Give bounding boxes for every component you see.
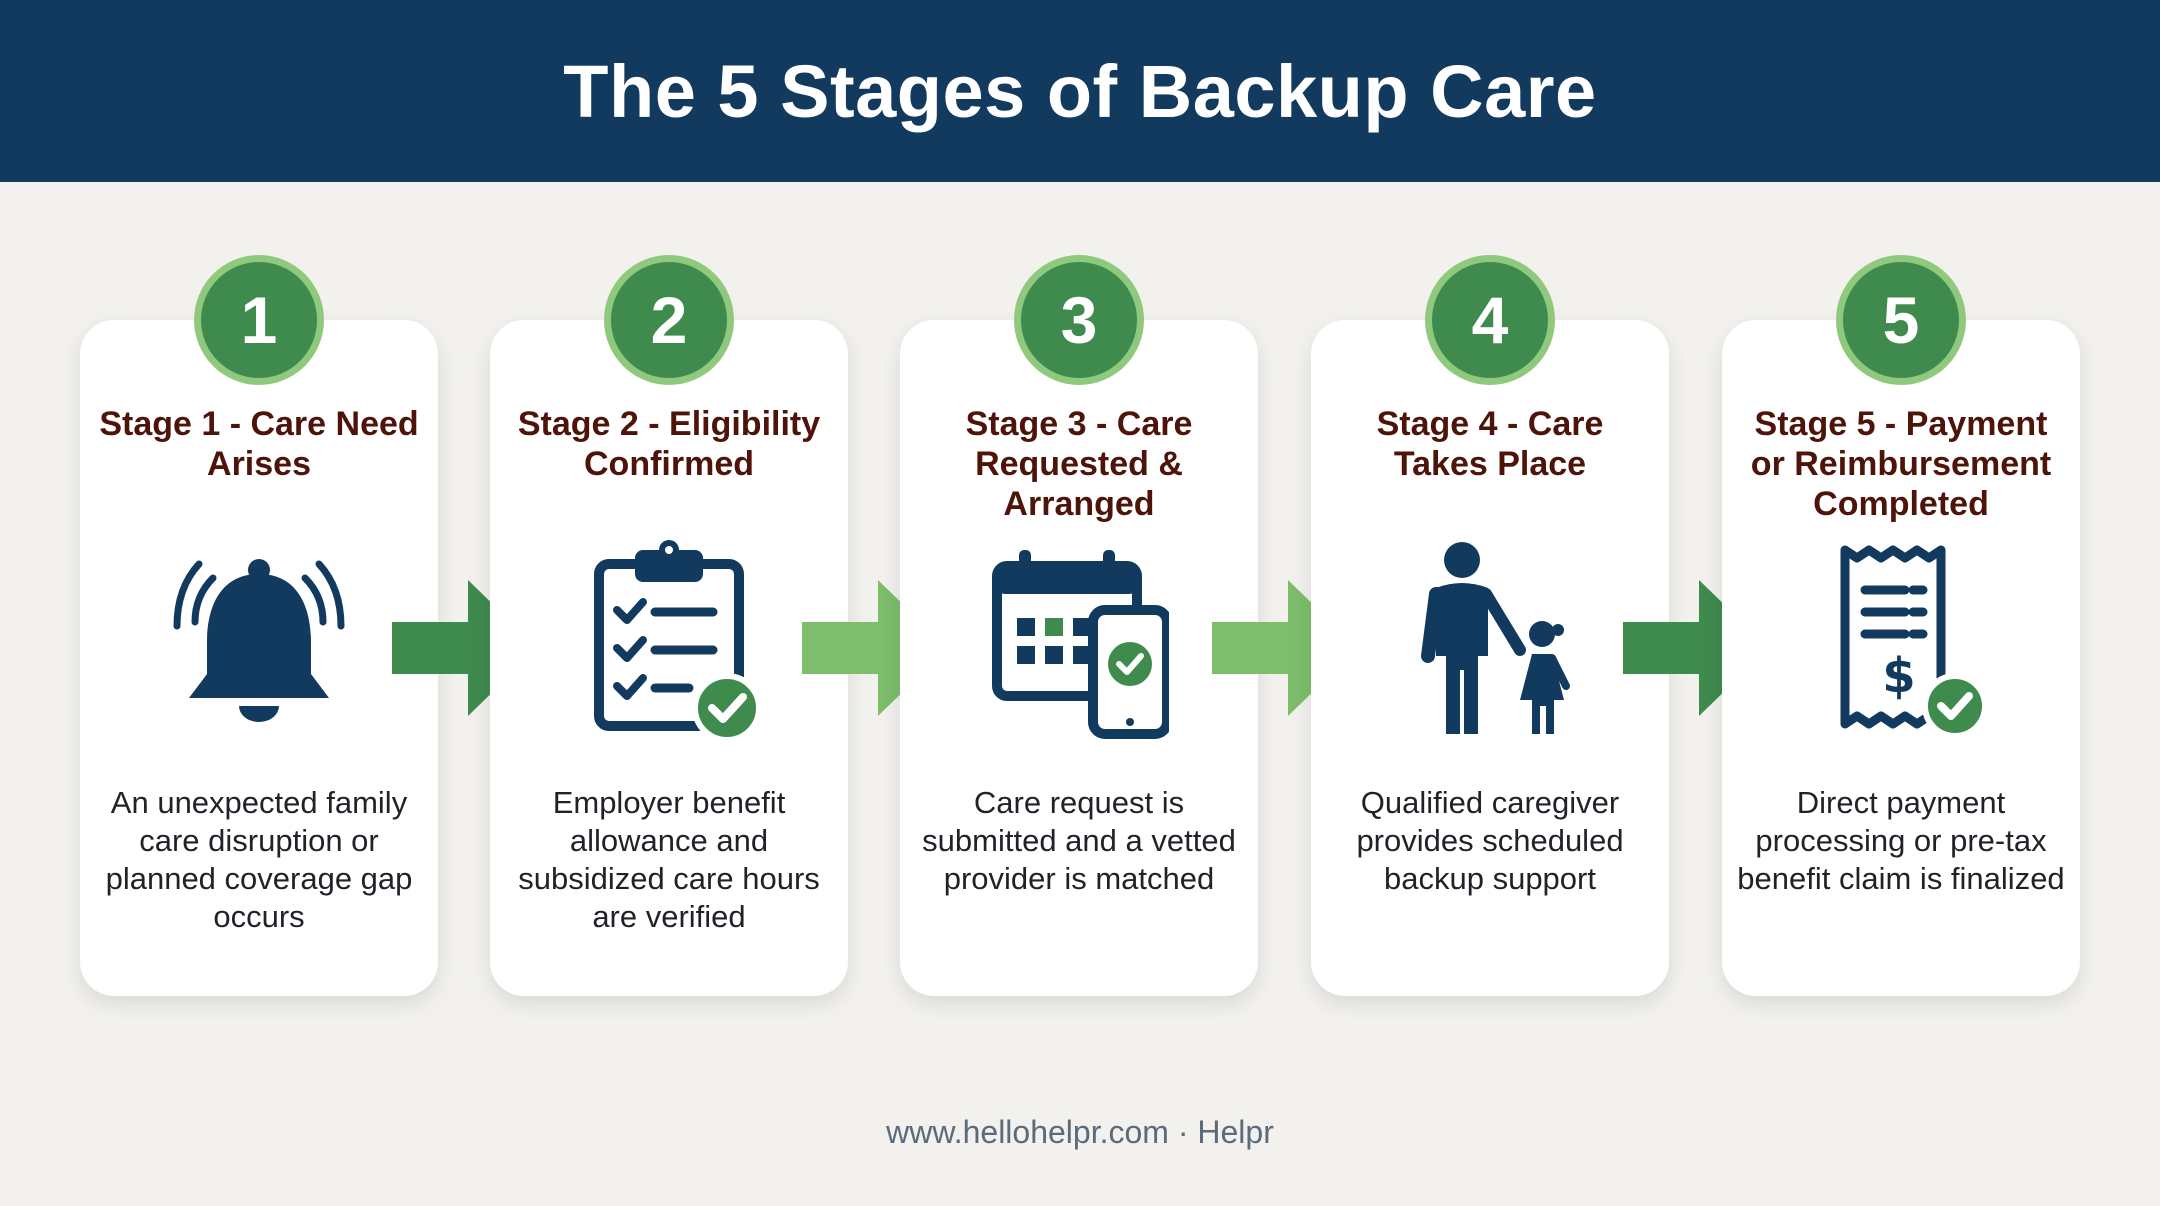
stage-description: Direct payment processing or pre-tax ben… [1737,785,2065,896]
stage-badge-3: 3 [1021,262,1137,378]
stage-description: Qualified caregiver provides scheduled b… [1356,785,1624,896]
stage-card-3: Stage 3 - Care Requested & Arranged Care… [900,320,1258,996]
stage-title: Stage 2 - Eligibility Confirmed [517,405,821,483]
stage-card-2: Stage 2 - Eligibility Confirmed Employer… [490,320,848,996]
stage-card-4: Stage 4 - Care Takes Place Qualified car… [1311,320,1669,996]
stage-title: Stage 5 - Payment or Reimbursement Compl… [1750,405,2052,523]
stage-badge-2: 2 [611,262,727,378]
stage-description: An unexpected family care disruption or … [105,785,413,934]
svg-text:$: $ [1882,648,1915,704]
stage-badge-4: 4 [1432,262,1548,378]
stage-title: Stage 1 - Care Need Arises [99,405,419,483]
receipt-check-icon: $ [1811,540,1991,740]
calendar-phone-icon [989,540,1169,740]
page-title: The 5 Stages of Backup Care [563,49,1597,133]
stage-badge-5: 5 [1843,262,1959,378]
footer-credit: www.hellohelpr.com · Helpr [886,1114,1274,1150]
stage-badge-1: 1 [201,262,317,378]
adult-child-icon [1400,540,1580,740]
stage-card-1: Stage 1 - Care Need Arises An unexpected… [80,320,438,996]
bell-icon [169,540,349,740]
header-banner: The 5 Stages of Backup Care [0,0,2160,182]
stage-card-5: Stage 5 - Payment or Reimbursement Compl… [1722,320,2080,996]
clipboard-check-icon [579,540,759,740]
stage-description: Care request is submitted and a vetted p… [922,785,1236,896]
stage-title: Stage 3 - Care Requested & Arranged [965,405,1193,523]
stage-title: Stage 4 - Care Takes Place [1376,405,1604,483]
stage-description: Employer benefit allowance and subsidize… [518,785,820,934]
